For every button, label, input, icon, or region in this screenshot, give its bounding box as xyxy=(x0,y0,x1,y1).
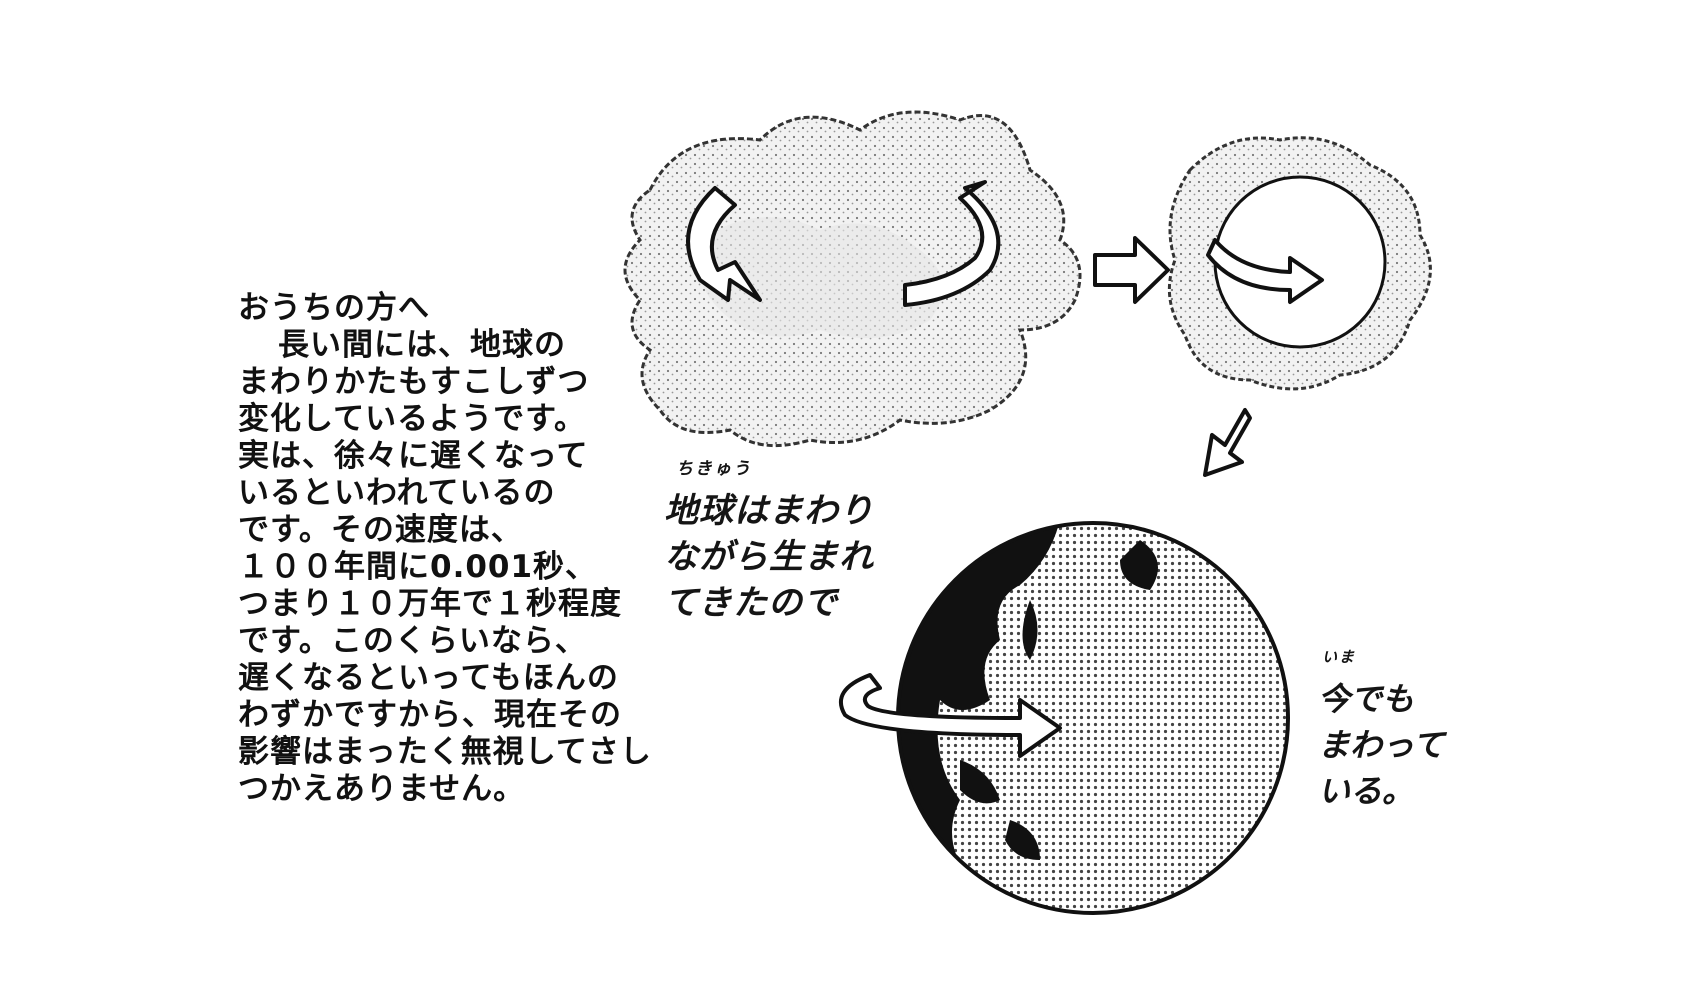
caption-line: 地球はまわり xyxy=(664,491,874,531)
caption-line: てきたので xyxy=(664,583,838,623)
note-line: です。このくらいなら、 xyxy=(238,623,587,659)
down-arrow-icon xyxy=(1203,408,1252,477)
note-line: 影響はまったく無視してさし xyxy=(238,734,652,770)
now-caption: 今でも まわって いる。 xyxy=(1318,676,1444,814)
note-line: 変化しているようです。 xyxy=(238,401,586,437)
note-line: つかえありません。 xyxy=(238,771,526,807)
note-line: いるといわれているの xyxy=(238,475,556,511)
right-arrow-icon xyxy=(1093,236,1170,304)
forming-planet-illustration xyxy=(1167,136,1432,391)
formation-caption-ruby: ちきゅう xyxy=(676,459,752,479)
note-line: つまり１０万年で１秒程度 xyxy=(238,586,622,622)
note-line: 遅くなるといってもほんの xyxy=(238,660,619,696)
caption-line: 今でも xyxy=(1318,680,1415,718)
caption-line: ながら生まれ xyxy=(664,537,874,577)
note-line: １００年間に0.001秒、 xyxy=(238,549,598,585)
note-heading: おうちの方へ xyxy=(238,290,430,326)
caption-line: いる。 xyxy=(1318,772,1415,810)
now-caption-ruby: いま xyxy=(1322,648,1357,666)
parents-note: おうちの方へ 長い間には、地球の まわりかたもすこしずつ 変化しているようです。… xyxy=(238,290,698,808)
formation-caption: 地球はまわり ながら生まれ てきたので xyxy=(664,488,874,626)
note-line: わずかですから、現在その xyxy=(238,697,622,733)
note-line: まわりかたもすこしずつ xyxy=(238,364,590,400)
cloud-rotation-arrows xyxy=(686,180,1001,307)
caption-line: まわって xyxy=(1318,726,1445,764)
earth-globe-illustration xyxy=(838,521,1290,915)
note-line: 長い間には、地球の xyxy=(278,327,566,363)
note-line: 実は、徐々に遅くなって xyxy=(238,438,589,474)
rotation-arrow-icon xyxy=(838,673,1062,758)
note-line: です。その速度は、 xyxy=(238,512,523,548)
